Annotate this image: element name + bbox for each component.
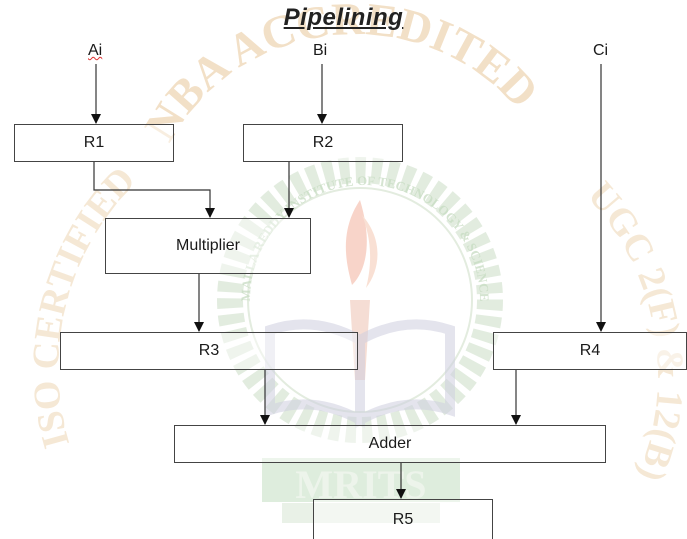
register-r2: R2	[243, 124, 403, 162]
emblem-banner	[262, 458, 460, 502]
diagram-title: Pipelining	[283, 4, 404, 31]
register-r4: R4	[493, 332, 687, 370]
register-r3: R3	[60, 332, 358, 370]
book-icon	[265, 319, 455, 429]
input-ci-label: Ci	[593, 42, 609, 59]
emblem-ring	[217, 157, 503, 443]
register-r5: R5	[313, 499, 493, 539]
input-ai-label: Ai	[88, 42, 103, 59]
input-bi-label: Bi	[313, 42, 328, 59]
register-r1: R1	[14, 124, 174, 162]
multiplier-block: Multiplier	[105, 218, 311, 274]
arrow-r1-to-multiplier	[93, 162, 215, 218]
adder-block: Adder	[174, 425, 606, 463]
